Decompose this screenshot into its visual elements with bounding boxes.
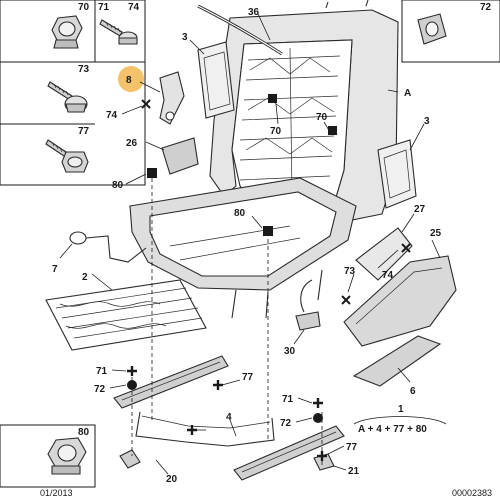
callout-80-box: 80 — [78, 427, 90, 438]
marker-plus-71b — [313, 398, 323, 408]
left-seat-rail — [113, 355, 229, 409]
callout-72-left: 72 — [94, 384, 106, 395]
callout-74-left: 74 — [106, 110, 118, 121]
seat-base-frame — [129, 177, 357, 319]
callout-2: 2 — [82, 272, 88, 283]
marker-cross-74b — [401, 243, 411, 253]
callout-71-right: 71 — [282, 394, 294, 405]
marker-square-70a — [268, 94, 277, 103]
callout-3-right: 3 — [424, 116, 430, 127]
marker-dot-72a — [127, 380, 137, 390]
part-80-box — [0, 424, 96, 488]
formula-reference: 1 — [398, 404, 404, 415]
seat-back-frame — [209, 0, 399, 221]
callout-73: 73 — [344, 266, 356, 277]
callout-70: 70 — [78, 2, 90, 13]
callout-80-a: 80 — [112, 180, 124, 191]
callout-71: 71 — [98, 2, 110, 13]
part-4-crossbar — [135, 411, 275, 447]
part-6-trim — [352, 335, 442, 387]
callout-8: 8 — [126, 75, 132, 86]
formula-expression: A + 4 + 77 + 80 — [358, 424, 427, 435]
callout-70-a: 70 — [270, 126, 282, 137]
callout-36: 36 — [248, 7, 260, 18]
callout-6: 6 — [410, 386, 416, 397]
leader-lines — [59, 13, 441, 475]
callout-77-right: 77 — [346, 442, 358, 453]
screw-73-icon — [47, 81, 88, 113]
callout-74-right: 74 — [382, 270, 394, 281]
clip-72-icon — [417, 13, 447, 45]
right-seat-rail — [233, 425, 345, 481]
bolt-77-icon — [45, 139, 89, 173]
footer-code: 00002383 — [452, 488, 492, 498]
marker-dot-72b — [313, 413, 323, 423]
marker-square-70b — [328, 126, 337, 135]
part-3-right-panel — [377, 139, 417, 209]
footer-date: 01/2013 — [40, 488, 73, 498]
fastener-reference-grid — [0, 0, 146, 186]
marker-cross-74a — [141, 99, 151, 109]
nut-80-icon — [47, 437, 87, 475]
callout-70-b: 70 — [316, 112, 328, 123]
marker-square-80a — [147, 168, 157, 178]
callout-26: 26 — [126, 138, 138, 149]
callout-7: 7 — [52, 264, 58, 275]
callout-27: 27 — [414, 204, 426, 215]
callout-21: 21 — [348, 466, 360, 477]
assembly-formula: 1 A + 4 + 77 + 80 — [353, 404, 447, 435]
part-20-foot — [119, 449, 141, 469]
part-2-spring-mat — [45, 279, 207, 351]
callout-3-left: 3 — [182, 32, 188, 43]
marker-plus-77b — [317, 451, 327, 461]
part-27-trim — [355, 227, 413, 281]
bolt-71-icon — [99, 19, 138, 45]
callout-8-highlight — [118, 66, 144, 92]
callout-25: 25 — [430, 228, 442, 239]
part-7-cable — [69, 231, 147, 263]
callout-77: 77 — [78, 126, 90, 137]
callout-74: 74 — [128, 2, 140, 13]
part-30-clip — [295, 279, 321, 331]
callout-72-right: 72 — [280, 418, 292, 429]
callout-73: 73 — [78, 64, 90, 75]
callout-4: 4 — [226, 412, 232, 423]
callout-72-box: 72 — [480, 2, 492, 13]
marker-plus-77a — [213, 380, 223, 390]
callout-A: A — [404, 88, 411, 99]
marker-cross-73 — [341, 295, 351, 305]
marker-plus-71a — [127, 366, 137, 376]
callout-77-mid: 77 — [242, 372, 254, 383]
callout-71-left: 71 — [96, 366, 108, 377]
callout-30: 30 — [284, 346, 296, 357]
part-26-bracket — [161, 137, 199, 175]
part-72-box — [401, 0, 500, 63]
part-8-bracket — [159, 71, 185, 125]
marker-square-80b — [263, 226, 273, 236]
part-25-side-cover — [343, 255, 457, 347]
callout-80-b: 80 — [234, 208, 246, 219]
nut-70-icon — [51, 15, 83, 49]
part-3-left-panel — [197, 41, 235, 119]
marker-plus-77c — [187, 425, 197, 435]
callout-20: 20 — [166, 474, 178, 485]
